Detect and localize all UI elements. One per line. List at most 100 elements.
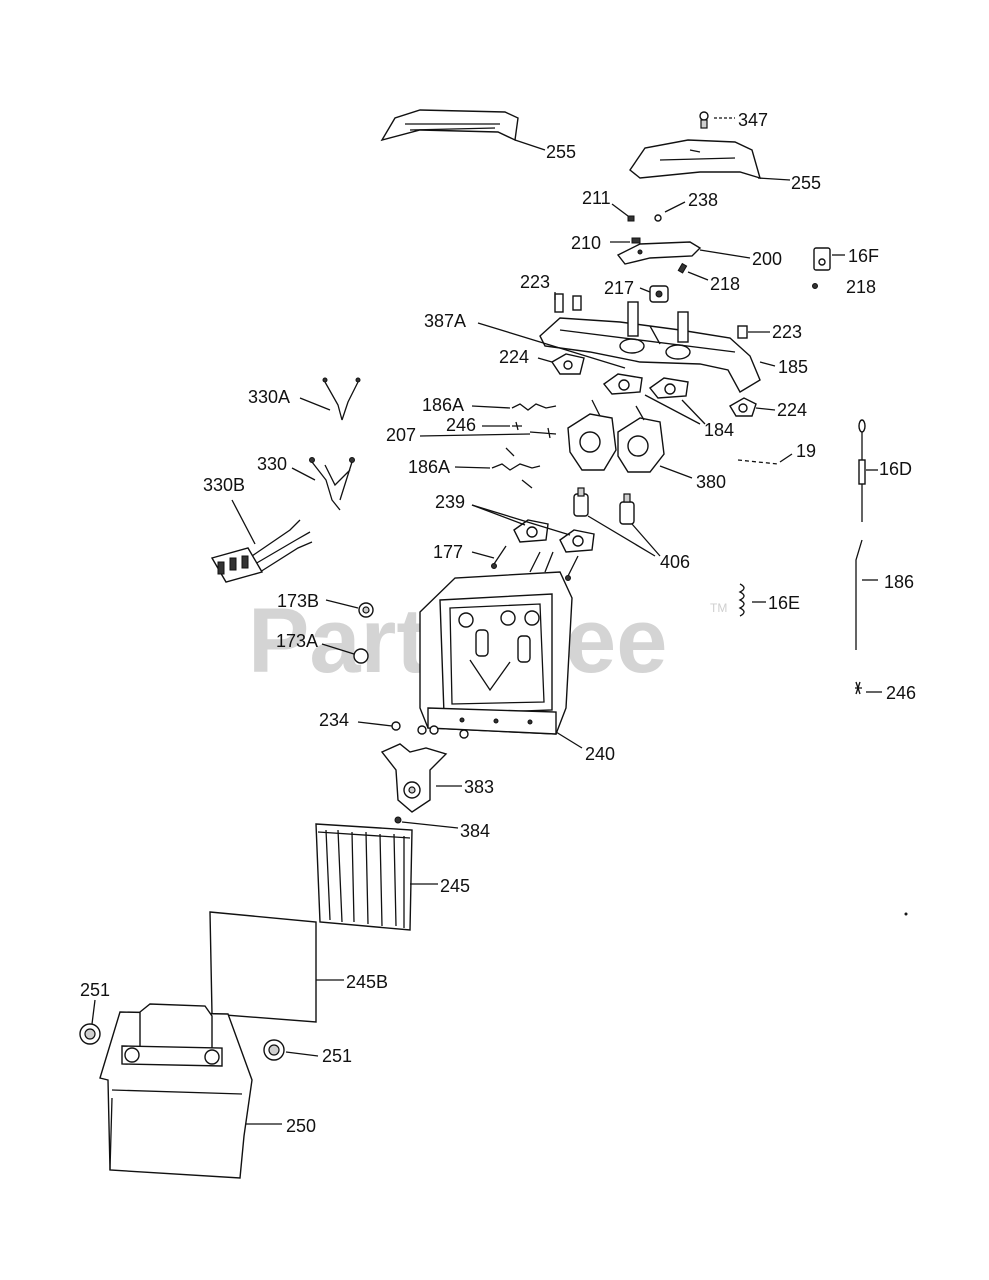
part-218-screw[interactable] <box>677 262 688 274</box>
label-223-left: 223 <box>520 272 550 292</box>
part-330a-wire-harness[interactable] <box>322 377 361 421</box>
leader-173b <box>325 599 359 609</box>
leader-186a-upper <box>471 405 511 409</box>
leader-384 <box>401 821 459 829</box>
leader-224-right <box>755 407 776 411</box>
leader-406-b <box>631 523 661 557</box>
label-186: 186 <box>884 572 914 592</box>
watermark-trademark: TM <box>710 601 727 615</box>
label-380: 380 <box>696 472 726 492</box>
label-255-right: 255 <box>791 173 821 193</box>
label-238: 238 <box>688 190 718 210</box>
part-186a-linkage-upper[interactable] <box>511 403 557 411</box>
part-184-carb-gaskets[interactable] <box>602 373 689 399</box>
part-223-pin-left[interactable] <box>554 293 582 313</box>
label-245: 245 <box>440 876 470 896</box>
part-245-filter-element[interactable] <box>315 823 413 931</box>
part-224-gasket-left[interactable] <box>551 353 585 375</box>
label-224-left: 224 <box>499 347 529 367</box>
leader-251-left <box>91 999 96 1025</box>
leader-186a-lower <box>454 466 491 469</box>
speck <box>904 912 908 916</box>
part-217-valve[interactable] <box>649 285 669 303</box>
leader-218 <box>687 271 709 281</box>
leader-185 <box>759 361 776 367</box>
part-16e-spring[interactable] <box>738 583 745 617</box>
label-387a: 387A <box>424 311 466 331</box>
label-217: 217 <box>604 278 634 298</box>
part-347-screw[interactable] <box>699 111 709 129</box>
part-210-nut[interactable] <box>631 237 641 244</box>
label-245b: 245B <box>346 972 388 992</box>
leader-207 <box>419 433 531 437</box>
part-246-clip-upper[interactable] <box>512 421 522 431</box>
label-16f: 16F <box>848 246 879 266</box>
part-218-screw-right[interactable] <box>812 283 818 289</box>
label-210: 210 <box>571 233 601 253</box>
part-16f-clip[interactable] <box>813 247 831 271</box>
part-330-wire-harness[interactable] <box>309 457 355 511</box>
part-240-air-cleaner-base[interactable] <box>419 571 573 735</box>
label-173b: 173B <box>277 591 319 611</box>
part-173a-grommet[interactable] <box>353 648 369 664</box>
label-211: 211 <box>582 188 611 208</box>
label-251-left: 251 <box>80 980 110 1000</box>
leader-330b <box>231 499 256 545</box>
label-185: 185 <box>778 357 808 377</box>
label-218-right: 218 <box>846 277 876 297</box>
part-211-washer[interactable] <box>627 215 635 222</box>
part-223-pin-right[interactable] <box>737 325 748 339</box>
label-224-right: 224 <box>777 400 807 420</box>
part-207-spring[interactable] <box>529 427 557 439</box>
part-250-air-cleaner-cover[interactable] <box>99 1003 253 1179</box>
label-246-upper: 246 <box>446 415 476 435</box>
part-200-bracket[interactable] <box>616 241 702 265</box>
label-177: 177 <box>433 542 463 562</box>
part-251-knob-left[interactable] <box>79 1023 101 1045</box>
label-16d: 16D <box>879 459 912 479</box>
label-250: 250 <box>286 1116 316 1136</box>
leader-255-right <box>757 177 791 181</box>
label-255-left: 255 <box>546 142 576 162</box>
part-19-line[interactable] <box>737 459 779 465</box>
part-177-studs[interactable] <box>491 545 579 581</box>
part-173b-grommet[interactable] <box>358 602 374 618</box>
part-383-bracket[interactable] <box>380 743 448 813</box>
leader-19 <box>779 453 793 463</box>
part-330b-connector[interactable] <box>210 519 313 583</box>
leader-184-b <box>681 399 706 425</box>
part-255-left-cover[interactable] <box>380 109 519 142</box>
leader-239-b <box>471 504 571 536</box>
label-384: 384 <box>460 821 490 841</box>
leader-173a <box>321 643 355 655</box>
part-384-nut[interactable] <box>394 816 402 824</box>
part-251-knob-right[interactable] <box>263 1039 285 1061</box>
part-185-intake-manifold[interactable] <box>539 301 761 393</box>
label-330a: 330A <box>248 387 290 407</box>
part-380-carburetors[interactable] <box>567 399 665 473</box>
label-246-lower: 246 <box>886 683 916 703</box>
label-200: 200 <box>752 249 782 269</box>
label-240: 240 <box>585 744 615 764</box>
part-186-rod[interactable] <box>855 539 863 650</box>
part-16d-rod[interactable] <box>858 419 866 522</box>
leader-330 <box>291 467 316 481</box>
label-347: 347 <box>738 110 768 130</box>
leader-240 <box>555 731 583 749</box>
label-207: 207 <box>386 425 416 445</box>
part-224-gasket-right[interactable] <box>729 397 757 417</box>
leader-200 <box>699 249 751 259</box>
part-186a-linkage-lower[interactable] <box>491 447 541 489</box>
part-238-screw[interactable] <box>654 214 662 222</box>
leader-251-right <box>285 1051 319 1057</box>
part-246-clip[interactable] <box>855 681 862 695</box>
label-251-right: 251 <box>322 1046 352 1066</box>
part-406-filters[interactable] <box>573 487 635 525</box>
part-239-gaskets[interactable] <box>513 519 595 553</box>
leader-406-a <box>587 515 656 557</box>
label-186a-upper: 186A <box>422 395 464 415</box>
part-255-right-cover[interactable] <box>629 139 762 180</box>
part-245b-pre-cleaner[interactable] <box>209 911 317 1023</box>
label-184: 184 <box>704 420 734 440</box>
